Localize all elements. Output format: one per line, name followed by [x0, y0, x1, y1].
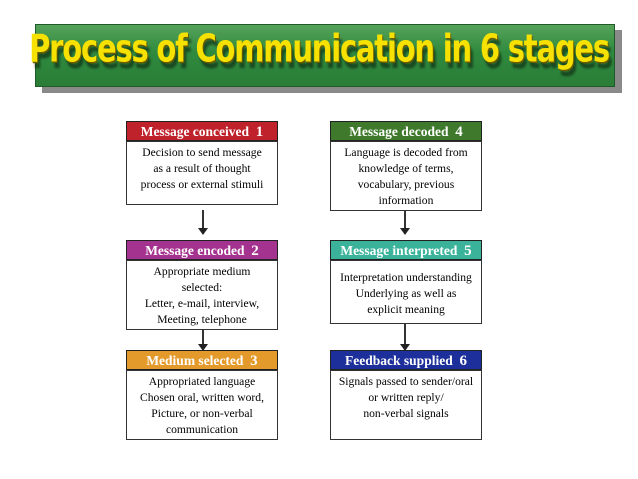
stage-3-number: 3	[250, 353, 258, 369]
stage-4-box: Message decoded 4 Language is decoded fr…	[330, 121, 482, 211]
stage-2-header: Message encoded 2	[126, 240, 278, 260]
stage-2-description: Appropriate medium selected: Letter, e-m…	[126, 260, 278, 330]
stage-1-label: Message conceived	[140, 124, 250, 139]
stage-2-label: Message encoded	[145, 243, 245, 258]
stage-4-header: Message decoded 4	[330, 121, 482, 141]
arrow-4-to-5	[400, 211, 410, 235]
stage-4-number: 4	[455, 124, 463, 140]
stage-4-description: Language is decoded from knowledge of te…	[330, 141, 482, 211]
stage-5-description: Interpretation understanding Underlying …	[330, 260, 482, 324]
stage-1-description: Decision to send message as a result of …	[126, 141, 278, 205]
title-container: Process of Communication in 6 stages	[0, 26, 638, 71]
stage-6-label: Feedback supplied	[345, 353, 453, 368]
stage-2-box: Message encoded 2 Appropriate medium sel…	[126, 240, 278, 330]
stage-2-number: 2	[251, 243, 259, 259]
stage-3-description: Appropriated language Chosen oral, writt…	[126, 370, 278, 440]
arrow-2-to-3	[198, 329, 208, 351]
stage-6-number: 6	[459, 353, 467, 369]
stage-3-header: Medium selected 3	[126, 350, 278, 370]
stage-3-box: Medium selected 3 Appropriated language …	[126, 350, 278, 440]
stage-5-number: 5	[464, 243, 472, 259]
stage-5-header: Message interpreted 5	[330, 240, 482, 260]
stage-1-number: 1	[255, 124, 264, 140]
stage-6-description: Signals passed to sender/oral or written…	[330, 370, 482, 440]
arrow-1-to-2	[198, 210, 208, 235]
stage-4-label: Message decoded	[349, 124, 449, 139]
arrow-5-to-6	[400, 324, 410, 351]
stage-6-header: Feedback supplied 6	[330, 350, 482, 370]
stage-5-box: Message interpreted 5 Interpretation und…	[330, 240, 482, 324]
stage-3-label: Medium selected	[146, 353, 244, 368]
page-title: Process of Communication in 6 stages	[29, 26, 610, 71]
stage-1-box: Message conceived 1 Decision to send mes…	[126, 121, 278, 205]
stage-1-header: Message conceived 1	[126, 121, 278, 141]
stage-6-box: Feedback supplied 6 Signals passed to se…	[330, 350, 482, 440]
title-banner	[35, 24, 615, 87]
stage-5-label: Message interpreted	[340, 243, 458, 258]
